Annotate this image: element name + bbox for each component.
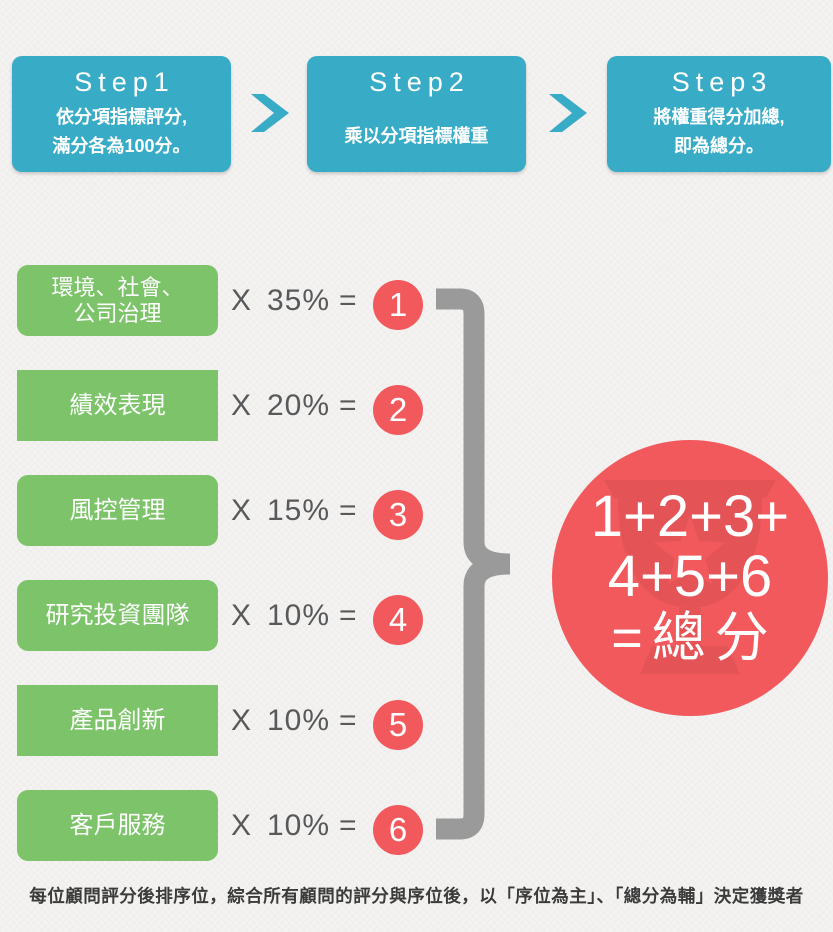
total-formula-line: 4+5+6 xyxy=(607,544,773,609)
criterion-label: 研究投資團隊 xyxy=(45,602,190,629)
footer-note: 每位顧問評分後排序位，綜合所有顧問的評分與序位後，以「序位為主」、「總分為輔」決… xyxy=(29,886,804,906)
step-desc-line: 即為總分。 xyxy=(674,136,764,156)
step-desc-line: 依分項指標評分, xyxy=(55,107,187,127)
weight-value: 20% xyxy=(267,389,331,422)
rank-number: 3 xyxy=(388,496,408,533)
trophy-icon xyxy=(604,480,776,674)
criterion-box-performance: 績效表現 xyxy=(17,370,218,441)
equals-sign: = xyxy=(339,599,358,632)
step-desc-line: 滿分各為100分。 xyxy=(52,136,191,156)
equals-sign: = xyxy=(339,494,358,527)
weight-value: 15% xyxy=(267,494,331,527)
equals-sign: = xyxy=(339,389,358,422)
rank-badge-5: 5 xyxy=(373,700,423,750)
criterion-box-esg: 環境、社會、 公司治理 xyxy=(17,265,218,336)
criterion-label: 環境、社會、 xyxy=(51,274,184,300)
weight-value: 35% xyxy=(267,284,331,317)
criterion-label: 公司治理 xyxy=(73,300,162,326)
step-description: 將權重得分加總, 即為總分。 xyxy=(607,103,831,161)
step-description: 乘以分項指標權重 xyxy=(307,122,526,151)
rank-number: 6 xyxy=(388,811,408,848)
rank-number: 5 xyxy=(388,706,408,743)
rank-badge-6: 6 xyxy=(373,805,423,855)
criterion-box-service: 客戶服務 xyxy=(17,790,218,861)
multiply-sign: X xyxy=(231,284,253,317)
curly-brace-icon xyxy=(436,288,511,840)
step-box-2: Step2 乘以分項指標權重 xyxy=(307,56,526,172)
multiply-sign: X xyxy=(231,809,253,842)
criterion-box-product: 產品創新 xyxy=(17,685,218,756)
criterion-box-risk: 風控管理 xyxy=(17,475,218,546)
multiply-sign: X xyxy=(231,494,253,527)
criterion-label: 風控管理 xyxy=(69,497,166,524)
step-title: Step1 xyxy=(74,67,175,97)
criterion-label: 客戶服務 xyxy=(69,812,166,839)
weight-equation: X 35% = xyxy=(231,279,371,323)
rank-badge-1: 1 xyxy=(373,280,423,330)
chevron-right-icon xyxy=(549,94,587,132)
step-description: 依分項指標評分, 滿分各為100分。 xyxy=(12,103,231,161)
chevron-right-icon xyxy=(251,94,289,132)
rank-badge-2: 2 xyxy=(373,385,423,435)
equals-sign: = xyxy=(339,704,358,737)
criterion-label: 績效表現 xyxy=(69,392,166,419)
step-desc-line: 乘以分項指標權重 xyxy=(344,126,489,146)
step-title: Step2 xyxy=(369,67,470,97)
weight-value: 10% xyxy=(267,704,331,737)
weight-value: 10% xyxy=(267,599,331,632)
step-box-3: Step3 將權重得分加總, 即為總分。 xyxy=(607,56,831,172)
total-formula-line: 1+2+3+ xyxy=(590,484,790,549)
multiply-sign: X xyxy=(231,704,253,737)
weight-value: 10% xyxy=(267,809,331,842)
rank-number: 1 xyxy=(388,286,408,323)
total-formula-line: =總分 xyxy=(611,608,778,668)
total-score-circle: 1+2+3+ 4+5+6 =總分 xyxy=(552,440,828,716)
equals-sign: = xyxy=(339,284,358,317)
weight-equation: X 10% = xyxy=(231,699,371,743)
step-title: Step3 xyxy=(671,67,773,97)
weight-equation: X 10% = xyxy=(231,804,371,848)
rank-badge-4: 4 xyxy=(373,595,423,645)
rank-number: 2 xyxy=(388,391,408,428)
step-box-1: Step1 依分項指標評分, 滿分各為100分。 xyxy=(12,56,231,172)
multiply-sign: X xyxy=(231,389,253,422)
equals-sign: = xyxy=(339,809,358,842)
criterion-box-research: 研究投資團隊 xyxy=(17,580,218,651)
weight-equation: X 15% = xyxy=(231,489,371,533)
weight-equation: X 20% = xyxy=(231,384,371,428)
multiply-sign: X xyxy=(231,599,253,632)
rank-number: 4 xyxy=(388,601,408,638)
rank-badge-3: 3 xyxy=(373,490,423,540)
weight-equation: X 10% = xyxy=(231,594,371,638)
step-desc-line: 將權重得分加總, xyxy=(653,107,785,127)
criterion-label: 產品創新 xyxy=(69,707,166,734)
